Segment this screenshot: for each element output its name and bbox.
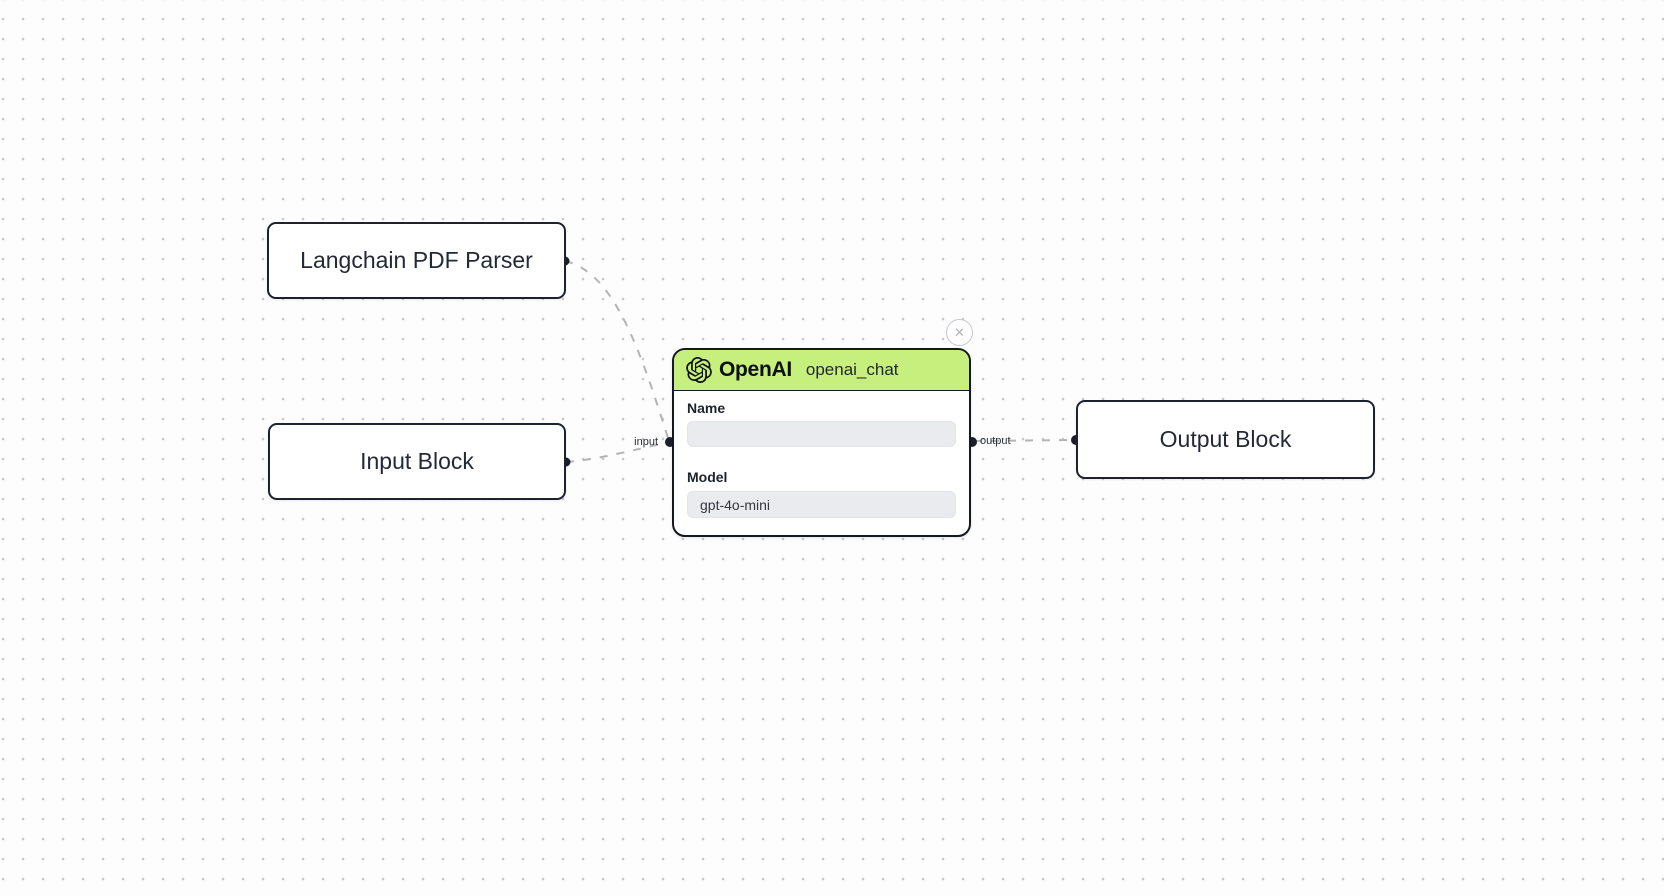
node-input-block[interactable]: Input Block <box>268 423 566 500</box>
openai-node-body: Name Model <box>674 391 969 518</box>
node-openai-chat[interactable]: OpenAI openai_chat Name Model <box>672 348 971 537</box>
openai-output-port-label: output <box>980 435 1011 447</box>
wire-inputblock-to-openai-input <box>565 442 667 463</box>
node-langchain-pdf-parser[interactable]: Langchain PDF Parser <box>267 222 566 299</box>
openai-node-header: OpenAI openai_chat <box>674 350 969 391</box>
close-icon: ✕ <box>954 325 965 340</box>
name-field-label: Name <box>687 400 726 416</box>
model-field-input[interactable] <box>687 491 956 518</box>
delete-node-button[interactable]: ✕ <box>946 319 973 346</box>
openai-input-port-label: input <box>634 436 658 448</box>
node-label: Input Block <box>360 448 474 474</box>
openai-logo-icon <box>686 357 712 383</box>
node-label: Output Block <box>1159 426 1292 452</box>
openai-node-title: OpenAI <box>719 358 792 381</box>
node-label: Langchain PDF Parser <box>300 247 533 273</box>
model-field-label: Model <box>687 469 728 485</box>
wire-openai-output-to-outputblock <box>973 439 1074 442</box>
name-field-input[interactable] <box>687 421 956 447</box>
node-output-block[interactable]: Output Block <box>1076 400 1375 479</box>
wire-pdfparser-to-openai-input <box>564 260 669 439</box>
openai-node-type-tag: openai_chat <box>805 360 899 379</box>
